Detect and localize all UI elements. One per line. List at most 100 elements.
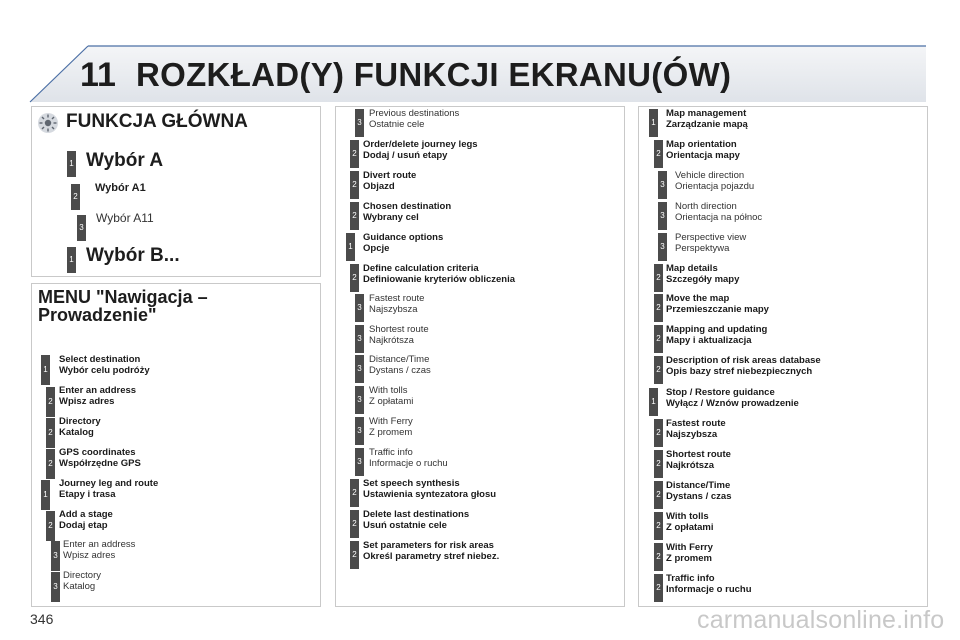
item-en: Fastest route — [369, 293, 425, 304]
item-pl: Określ parametry stref niebez. — [363, 550, 500, 562]
item-pl: Wybór celu podróży — [59, 364, 150, 376]
level-badge: 1 — [649, 388, 658, 416]
item-pl: Zarządzanie mapą — [666, 118, 748, 130]
level-badge: 2 — [654, 356, 663, 384]
level-badge: 1 — [41, 480, 50, 510]
level-badge: 2 — [350, 264, 359, 292]
item-en: Distance/Time — [369, 354, 430, 365]
item-pl: Katalog — [59, 426, 94, 438]
level-badge: 2 — [654, 325, 663, 353]
item-pl: Współrzędne GPS — [59, 457, 141, 469]
level-badge: 3 — [51, 572, 60, 602]
item-en: Vehicle direction — [675, 170, 745, 181]
item-en: Select destination — [59, 354, 141, 365]
main-item-b: Wybór B... — [86, 245, 180, 266]
item-pl: Informacje o ruchu — [666, 583, 752, 595]
level-badge: 3 — [355, 448, 364, 476]
level-badge: 3 — [355, 325, 364, 353]
item-en: Map management — [666, 108, 747, 119]
item-pl: Dodaj / usuń etapy — [363, 149, 448, 161]
item-en: Enter an address — [63, 539, 136, 550]
menu-title-line1: MENU "Nawigacja – — [38, 287, 208, 307]
item-pl: Orientacja mapy — [666, 149, 740, 161]
level-badge: 1 — [346, 233, 355, 261]
item-pl: Usuń ostatnie cele — [363, 519, 447, 531]
item-pl: Ustawienia syntezatora głosu — [363, 488, 497, 500]
item-en: Journey leg and route — [59, 478, 159, 489]
level-badge: 2 — [654, 574, 663, 602]
chapter-header-band — [29, 45, 926, 103]
item-pl: Mapy i aktualizacja — [666, 334, 752, 346]
item-pl: Z promem — [369, 426, 413, 438]
item-pl: Z opłatami — [369, 395, 414, 407]
watermark: carmanualsonline.info — [697, 606, 945, 634]
item-en: Traffic info — [369, 447, 413, 458]
level-badge: 1 — [67, 151, 76, 177]
level-badge: 1 — [41, 355, 50, 385]
item-pl: Orientacja na północ — [675, 211, 763, 223]
item-pl: Wpisz adres — [63, 549, 116, 561]
item-pl: Szczegóły mapy — [666, 273, 740, 285]
item-pl: Definiowanie kryteriów obliczenia — [363, 273, 516, 285]
item-en: Shortest route — [666, 449, 731, 460]
level-badge: 3 — [77, 215, 86, 241]
sun-icon — [38, 113, 58, 133]
level-badge: 2 — [654, 481, 663, 509]
item-en: Enter an address — [59, 385, 137, 396]
item-pl: Katalog — [63, 580, 96, 592]
item-pl: Najszybsza — [369, 303, 418, 315]
item-en: Directory — [59, 416, 101, 427]
item-en: Chosen destination — [363, 201, 452, 212]
item-en: Map orientation — [666, 139, 737, 150]
item-en: Set speech synthesis — [363, 478, 460, 489]
right-column — [638, 106, 928, 607]
item-en: GPS coordinates — [59, 447, 136, 458]
level-badge: 2 — [350, 202, 359, 230]
item-en: Delete last destinations — [363, 509, 470, 520]
item-pl: Etapy i trasa — [59, 488, 116, 500]
item-pl: Przemieszczanie mapy — [666, 303, 769, 315]
item-en: Perspective view — [675, 232, 747, 243]
item-pl: Perspektywa — [675, 242, 730, 254]
item-en: Define calculation criteria — [363, 263, 479, 274]
main-item-a1: Wybór A1 — [95, 182, 146, 194]
item-pl: Najszybsza — [666, 428, 718, 440]
item-pl: Z promem — [666, 552, 712, 564]
level-badge: 3 — [355, 386, 364, 414]
item-en: Guidance options — [363, 232, 444, 243]
level-badge: 2 — [350, 541, 359, 569]
item-en: North direction — [675, 201, 737, 212]
level-badge: 2 — [654, 512, 663, 540]
item-pl: Objazd — [363, 180, 395, 192]
item-pl: Najkrótsza — [369, 334, 414, 346]
level-badge: 3 — [355, 355, 364, 383]
level-badge: 2 — [71, 184, 80, 210]
level-badge: 2 — [46, 449, 55, 479]
item-en: Map details — [666, 263, 718, 274]
level-badge: 3 — [658, 171, 667, 199]
